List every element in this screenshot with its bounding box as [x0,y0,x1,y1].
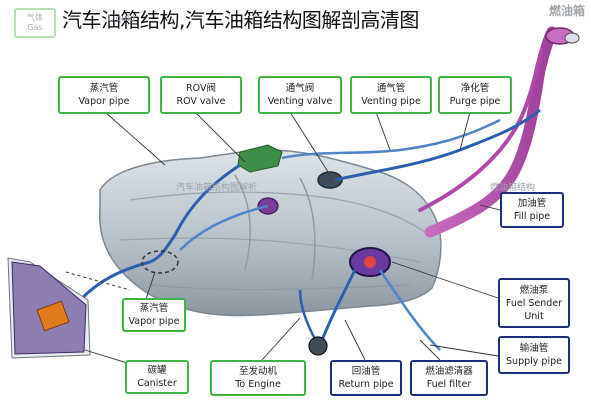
tank-contour [149,284,411,291]
label-venting-pipe: 通气管 Venting pipe [350,76,432,114]
label-fill-pipe: 加油管 Fill pipe [500,192,564,228]
label-rov-valve: ROV阀 ROV valve [160,76,242,114]
label-purge-pipe: 净化管 Purge pipe [438,76,512,114]
label-supply-pipe: 输油管 Supply pipe [498,336,570,374]
tank-saddle [234,174,251,271]
label-gas: 气体 Gas [14,8,56,38]
vapor-connector-highlight [141,250,179,274]
tank-contour [129,191,426,233]
label-canister: 碳罐 Canister [125,360,189,394]
vapor-pipe [149,163,241,264]
label-return-pipe: 回油管 Return pipe [330,360,402,396]
purge-pipe [334,108,541,182]
label-fuel-filter: 燃油滤清器 Fuel filter [410,360,488,396]
page-title: 汽车油箱结构,汽车油箱结构图解剖高清图 [62,8,419,32]
label-vapor-pipe-left: 蒸汽管 Vapor pipe [122,298,186,332]
label-vapor-pipe: 蒸汽管 Vapor pipe [58,76,150,114]
return-pipe [318,269,357,346]
label-fuel-sender: 燃油泵 Fuel Sender Unit [498,278,570,328]
watermark-middle: 汽车油箱结构图解析 [176,183,258,193]
canister-orange-part [36,300,70,332]
fill-pipe [424,26,558,238]
venting-pipe [281,118,501,160]
watermark-logo: 燃油箱 [548,4,585,18]
engine-connector-highlight [308,336,328,356]
tank-saddle [299,177,316,281]
filler-cap-ring [564,32,580,44]
leader-lines [84,111,501,371]
fuel-tank-body [99,149,442,317]
supply-pipe [378,269,441,351]
fuel-sender-connector [364,256,376,268]
label-to-engine: 至发动机 To Engine [210,360,306,396]
watermark-right: 燃油箱结构 [490,183,536,193]
label-venting-valve: 通气阀 Venting valve [258,76,342,114]
vapor-pipe-2 [179,204,269,251]
watermark-liquid: Liquid [108,14,136,24]
canister-inset-arrow [65,271,131,291]
